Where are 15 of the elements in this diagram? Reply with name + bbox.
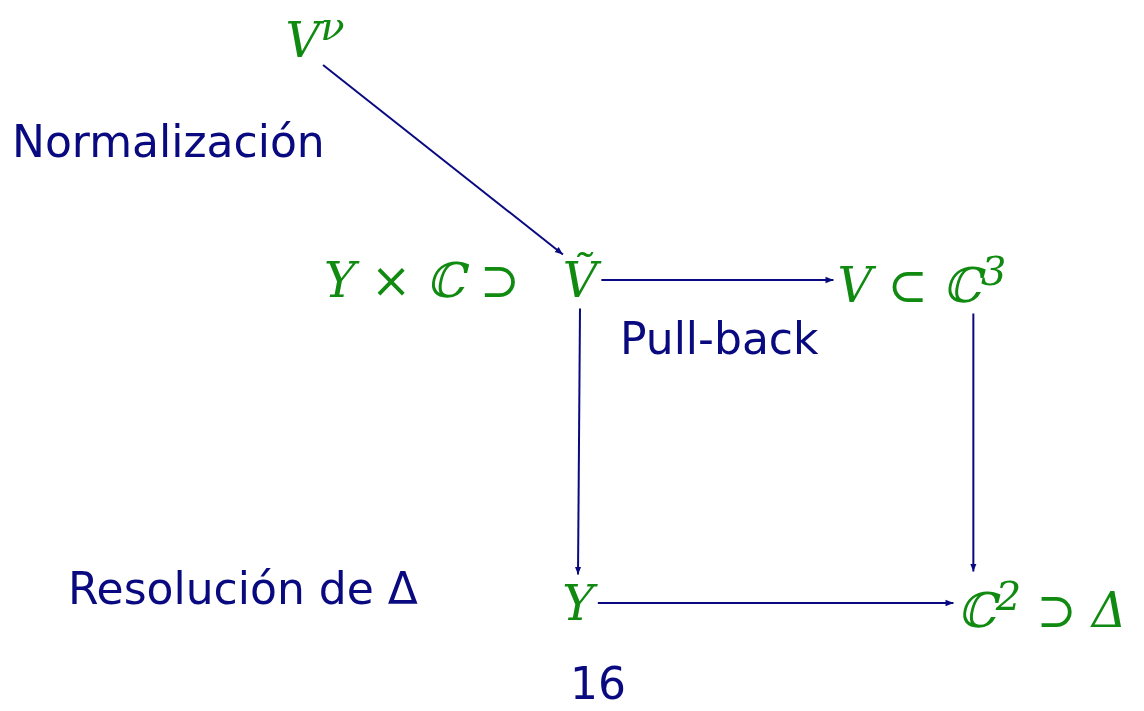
page-number: 16 — [570, 660, 626, 709]
arrow — [322, 64, 564, 256]
arrow — [600, 276, 835, 284]
edge-label: Pull-back — [620, 315, 819, 364]
arrow — [596, 599, 955, 607]
math-expression: Ṽ — [558, 251, 602, 309]
math-expression: Y — [558, 574, 598, 632]
arrow — [574, 307, 582, 576]
math-expression: V ⊂ ℂ$^{3}$ — [833, 246, 1011, 314]
map-label: Resolución de Δ — [68, 565, 418, 614]
math-expression: V$^{ν}$ — [281, 1, 349, 69]
math-expression: Y × ℂ ⊃ — [322, 251, 522, 309]
arrow — [970, 312, 977, 573]
edge-label: Normalización — [12, 118, 325, 167]
math-expression: ℂ$^{2}$ ⊃ Δ — [953, 571, 1131, 639]
